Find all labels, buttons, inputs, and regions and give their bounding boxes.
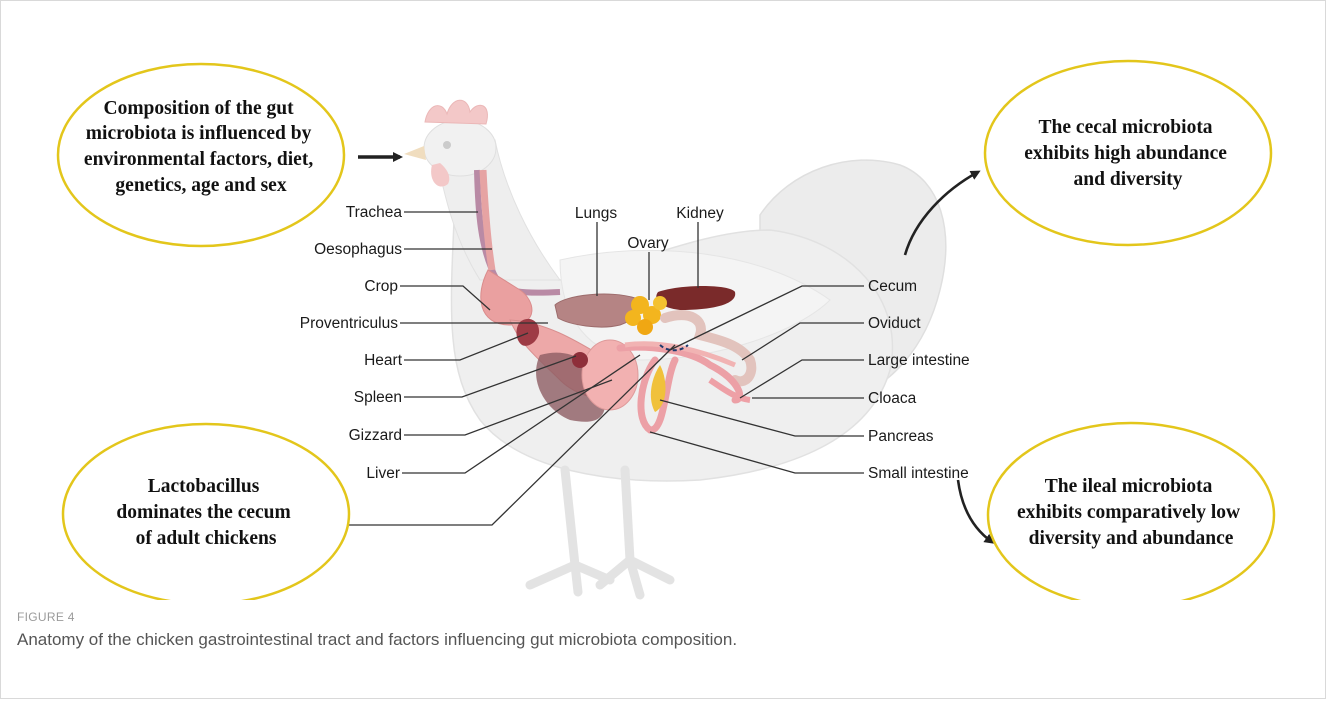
bubble-bottom-right: The ileal microbiota exhibits comparativ… — [988, 423, 1274, 600]
label-trachea: Trachea — [346, 204, 403, 221]
figure-number: FIGURE 4 — [17, 610, 1307, 624]
label-small-intestine: Small intestine — [868, 465, 969, 482]
label-gizzard: Gizzard — [349, 427, 402, 444]
label-kidney: Kidney — [676, 205, 724, 222]
label-pancreas: Pancreas — [868, 428, 934, 445]
label-cloaca: Cloaca — [868, 390, 917, 407]
bubble-top-left: Composition of the gut microbiota is inf… — [58, 64, 344, 246]
label-cecum: Cecum — [868, 278, 917, 295]
label-lungs: Lungs — [575, 205, 617, 222]
label-large-intestine: Large intestine — [868, 352, 970, 369]
label-proventriculus: Proventriculus — [300, 315, 398, 332]
label-crop: Crop — [364, 278, 398, 295]
anatomy-diagram: Composition of the gut microbiota is inf… — [0, 0, 1328, 600]
label-oviduct: Oviduct — [868, 315, 921, 332]
bubble-top-right: The cecal microbiota exhibits high abund… — [985, 61, 1271, 245]
label-heart: Heart — [364, 352, 403, 369]
label-liver: Liver — [366, 465, 400, 482]
label-oesophagus: Oesophagus — [314, 241, 402, 258]
label-spleen: Spleen — [354, 389, 402, 406]
svg-text:The ileal microbiota exh: The ileal microbiota exhibits comparativ… — [1017, 476, 1245, 549]
bubble-bottom-left: Lactobacillus dominates the cecum of adu… — [63, 424, 349, 600]
spleen-organ — [572, 352, 588, 368]
label-ovary: Ovary — [627, 235, 669, 252]
figure-caption: Anatomy of the chicken gastrointestinal … — [17, 630, 1307, 650]
labels-left: Trachea Oesophagus Crop Proventriculus H… — [300, 204, 403, 482]
